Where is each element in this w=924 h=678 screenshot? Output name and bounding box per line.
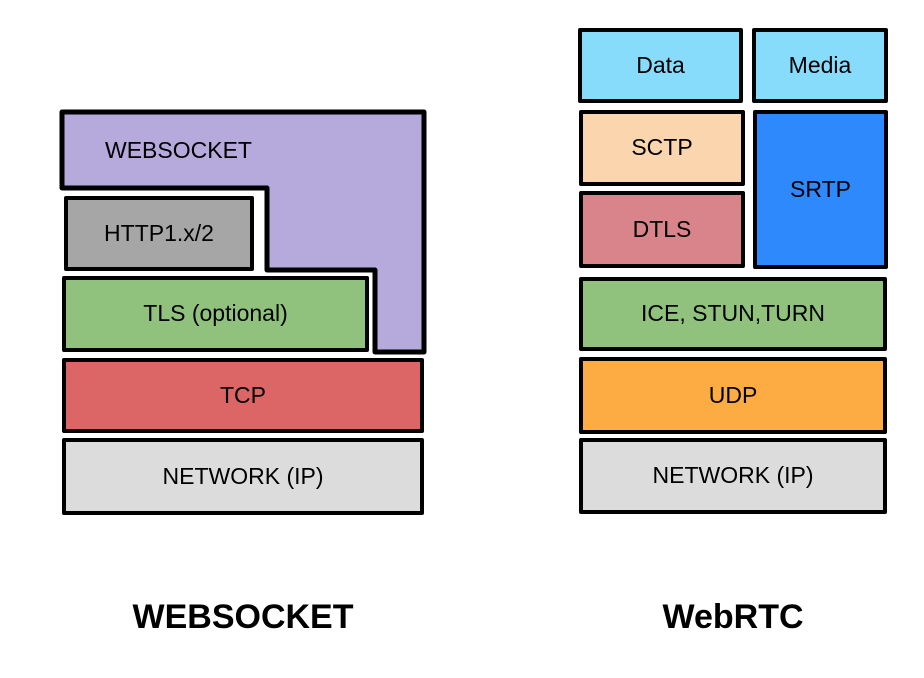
http-block: HTTP1.x/2 xyxy=(64,196,254,271)
data-block: Data xyxy=(578,28,743,103)
tls-block: TLS (optional) xyxy=(62,276,369,352)
websocket-block-label: WEBSOCKET xyxy=(105,136,252,163)
ice-stun-turn-block: ICE, STUN,TURN xyxy=(579,277,887,351)
udp-block-label: UDP xyxy=(708,381,758,408)
websocket-lshape-svg xyxy=(59,109,427,355)
websocket-lshape-block xyxy=(59,109,427,355)
websocket-network-ip-block: NETWORK (IP) xyxy=(62,438,424,515)
sctp-block: SCTP xyxy=(579,110,745,186)
dtls-block: DTLS xyxy=(579,191,745,268)
webrtc-stack-title: WebRTC xyxy=(662,598,804,636)
websocket-network-ip-label: NETWORK (IP) xyxy=(162,462,324,489)
tcp-block-label: TCP xyxy=(220,381,266,408)
dtls-block-label: DTLS xyxy=(632,215,692,242)
sctp-block-label: SCTP xyxy=(631,134,693,161)
media-block-label: Media xyxy=(788,51,852,78)
http-block-label: HTTP1.x/2 xyxy=(104,219,214,246)
ice-stun-turn-label: ICE, STUN,TURN xyxy=(641,300,825,327)
tls-block-label: TLS (optional) xyxy=(143,300,288,327)
srtp-block-label: SRTP xyxy=(790,175,851,202)
media-block: Media xyxy=(752,28,888,103)
srtp-block: SRTP xyxy=(753,110,888,269)
udp-block: UDP xyxy=(579,357,887,434)
websocket-stack-title: WEBSOCKET xyxy=(132,598,354,636)
webrtc-network-ip-block: NETWORK (IP) xyxy=(579,438,887,514)
data-block-label: Data xyxy=(636,51,685,78)
tcp-block: TCP xyxy=(62,358,424,433)
webrtc-network-ip-label: NETWORK (IP) xyxy=(652,462,814,489)
